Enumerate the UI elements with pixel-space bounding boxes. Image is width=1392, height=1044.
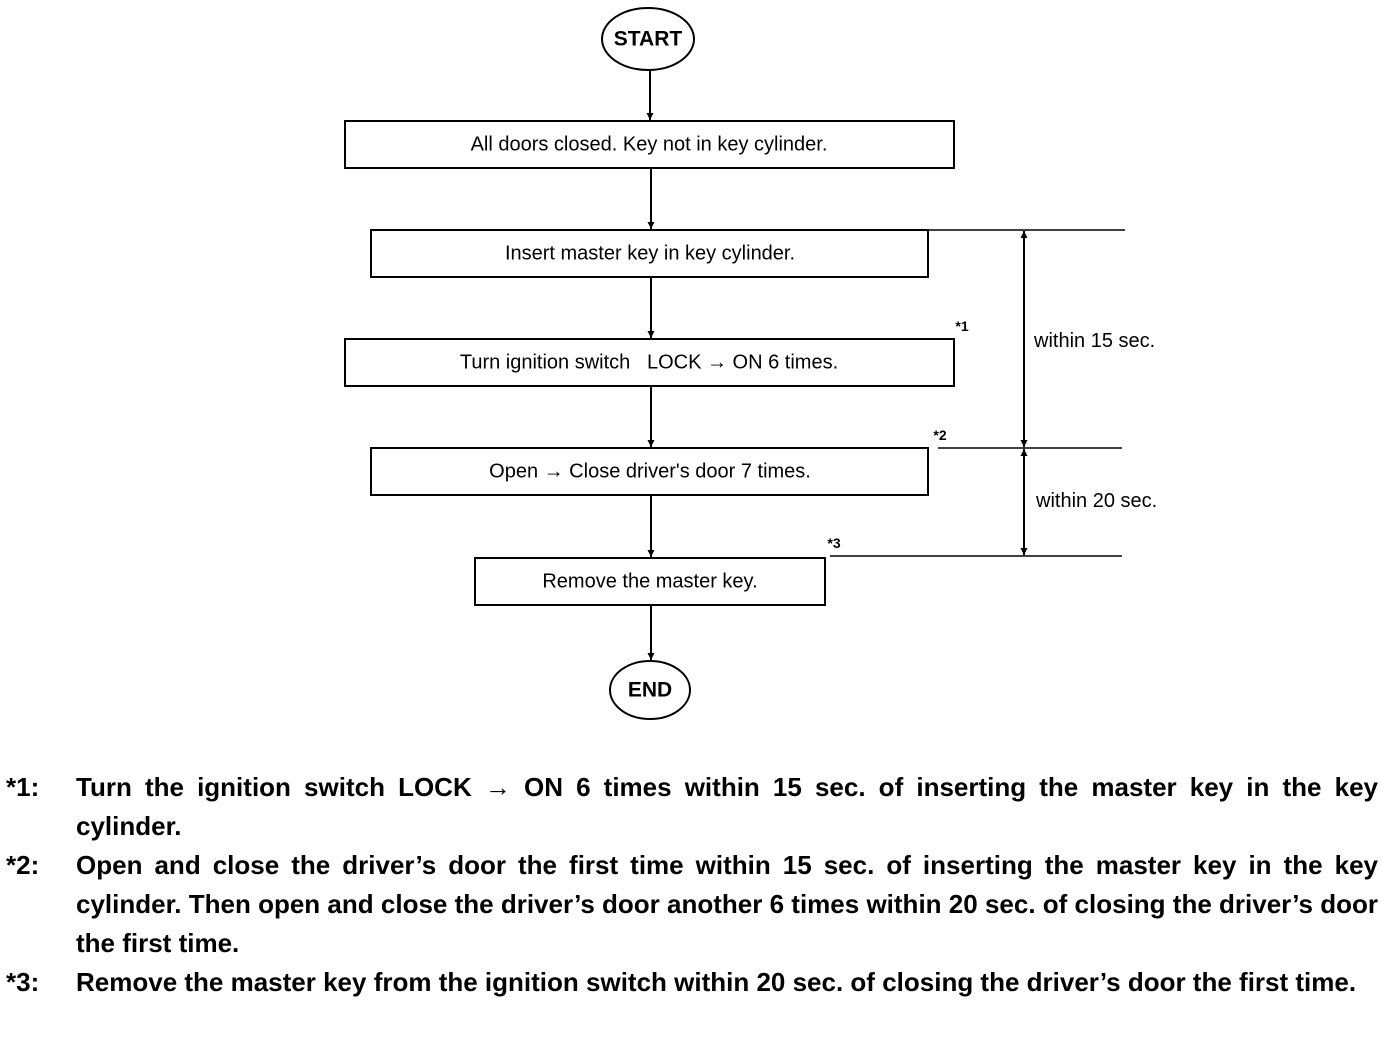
step-5-mark: *3 bbox=[827, 535, 840, 551]
footnote-2-mark: *2: bbox=[6, 850, 40, 880]
timing-reference-lines bbox=[830, 229, 1125, 557]
step-3-mark: *1 bbox=[955, 318, 968, 334]
footnote-1-mark: *1: bbox=[6, 772, 40, 802]
flow-arrows bbox=[646, 70, 655, 660]
footnote-1-text: Turn the ignition switch LOCK → ON 6 tim… bbox=[76, 772, 1378, 841]
step-4: Open → Close driver's door 7 times. *2 bbox=[370, 427, 947, 496]
footnote-3-mark: *3: bbox=[6, 967, 40, 997]
footnote-2-text: Open and close the driver’s door the fir… bbox=[76, 850, 1378, 958]
footnotes-list: *1: Turn the ignition switch LOCK → ON 6… bbox=[0, 768, 1392, 1002]
step-3-label: Turn ignition switch LOCK → ON 6 times. bbox=[460, 351, 838, 373]
step-5-label: Remove the master key. bbox=[542, 570, 757, 592]
step-4-label: Open → Close driver's door 7 times. bbox=[489, 460, 811, 482]
procedure-flowchart: START All doors closed. Key not in key c… bbox=[344, 7, 1157, 720]
end-label: END bbox=[628, 679, 672, 702]
footnote-1: *1: Turn the ignition switch LOCK → ON 6… bbox=[0, 768, 1392, 846]
footnote-2: *2: Open and close the driver’s door the… bbox=[0, 846, 1392, 963]
start-label: START bbox=[614, 28, 683, 51]
step-4-mark: *2 bbox=[933, 427, 946, 443]
step-1-label: All doors closed. Key not in key cylinde… bbox=[471, 133, 828, 155]
step-5: Remove the master key. *3 bbox=[474, 535, 841, 606]
step-1: All doors closed. Key not in key cylinde… bbox=[344, 120, 955, 169]
interval-20-label: within 20 sec. bbox=[1035, 490, 1157, 512]
end-node: END bbox=[609, 660, 691, 720]
footnote-3: *3: Remove the master key from the ignit… bbox=[0, 963, 1392, 1002]
interval-15-label: within 15 sec. bbox=[1033, 330, 1155, 352]
step-2-label: Insert master key in key cylinder. bbox=[505, 242, 795, 264]
step-3: Turn ignition switch LOCK → ON 6 times. … bbox=[344, 318, 969, 387]
footnote-3-text: Remove the master key from the ignition … bbox=[76, 967, 1357, 997]
step-2: Insert master key in key cylinder. bbox=[370, 229, 929, 278]
start-node: START bbox=[601, 7, 695, 71]
